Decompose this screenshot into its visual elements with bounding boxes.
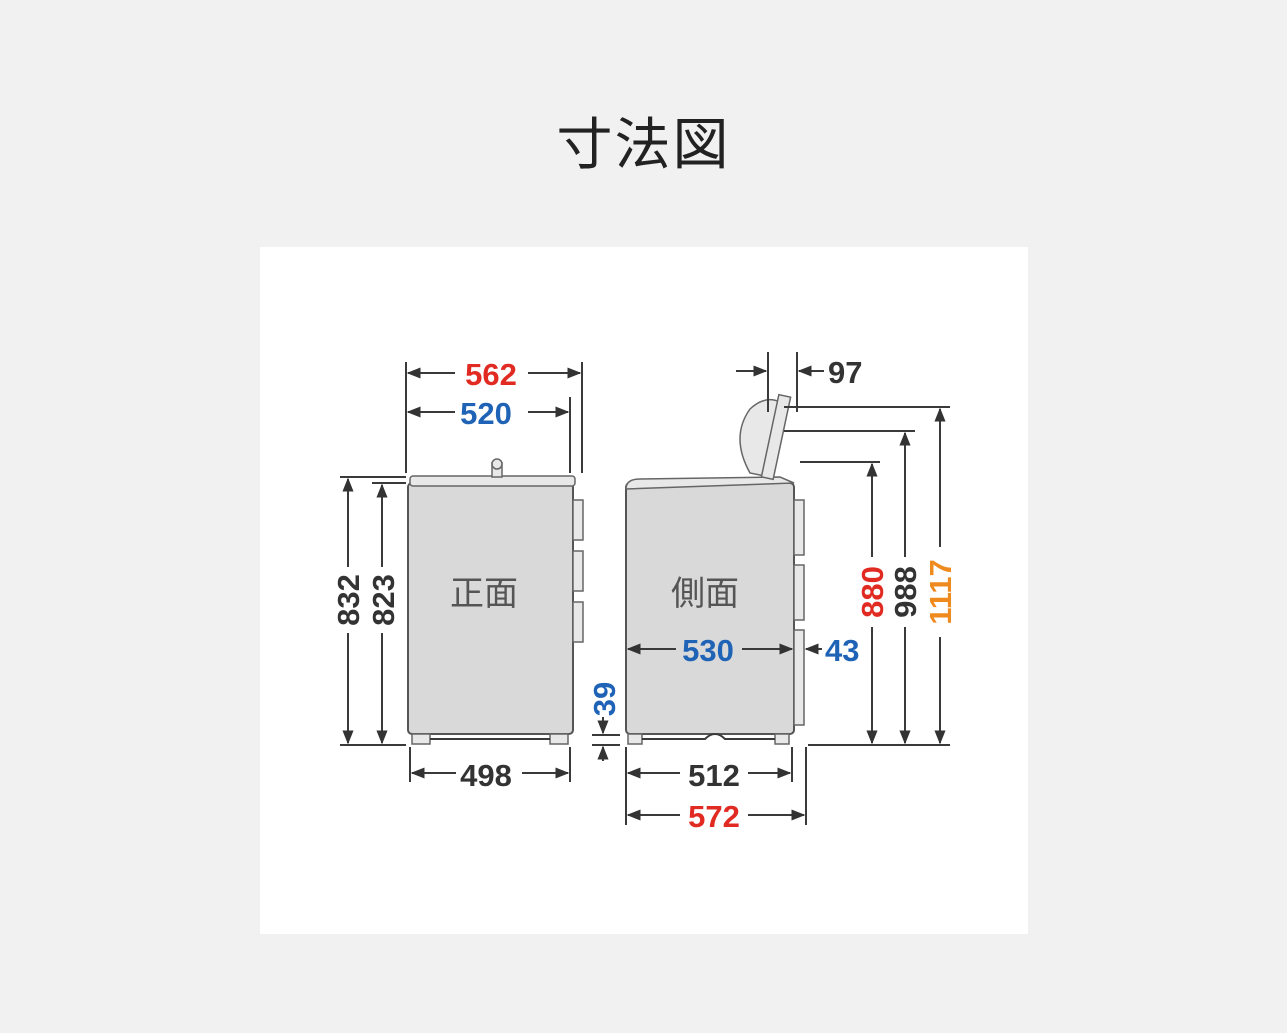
side-lid-panel (760, 393, 792, 481)
dim-lid-offset: 97 (828, 355, 862, 390)
dimension-diagram-svg: 正面 562 520 832 823 498 39 (331, 352, 958, 834)
side-view-label: 側面 (671, 574, 739, 614)
side-view: 側面 97 530 43 880 988 1117 512 (625, 352, 958, 834)
side-foot-right (774, 733, 790, 745)
dim-foot-gap: 39 (587, 682, 622, 716)
dim-front-height-823: 823 (366, 574, 401, 626)
front-side-rib-1 (572, 499, 584, 541)
front-side-rib-3 (572, 601, 584, 643)
side-top (625, 476, 795, 490)
side-rear-part-2 (793, 564, 805, 621)
dim-side-depth-body: 530 (682, 633, 734, 668)
page-title: 寸法図 (556, 113, 731, 178)
side-foot-left (627, 733, 643, 745)
front-foot-left (411, 733, 431, 745)
dim-side-depth-bottom: 512 (688, 758, 740, 793)
dim-side-depth-total: 572 (688, 799, 740, 834)
dim-height-988: 988 (888, 566, 923, 618)
dim-front-width-outer: 562 (465, 357, 517, 392)
side-rear-part-1 (793, 499, 805, 556)
dimension-diagram: 正面 562 520 832 823 498 39 (260, 247, 1028, 934)
front-view-label: 正面 (450, 574, 518, 614)
dim-height-1117: 1117 (923, 559, 958, 625)
dim-front-width-body: 520 (460, 396, 512, 431)
front-side-rib-2 (572, 550, 584, 592)
side-rear-part-3 (793, 629, 805, 726)
dim-front-height-832: 832 (331, 574, 366, 626)
front-knob-cap (491, 458, 503, 470)
front-view: 正面 562 520 832 823 498 39 (331, 357, 622, 793)
dim-height-880: 880 (855, 566, 890, 618)
dim-front-width-bottom: 498 (460, 758, 512, 793)
front-foot-right (549, 733, 569, 745)
dim-hose-protrusion: 43 (825, 633, 859, 668)
